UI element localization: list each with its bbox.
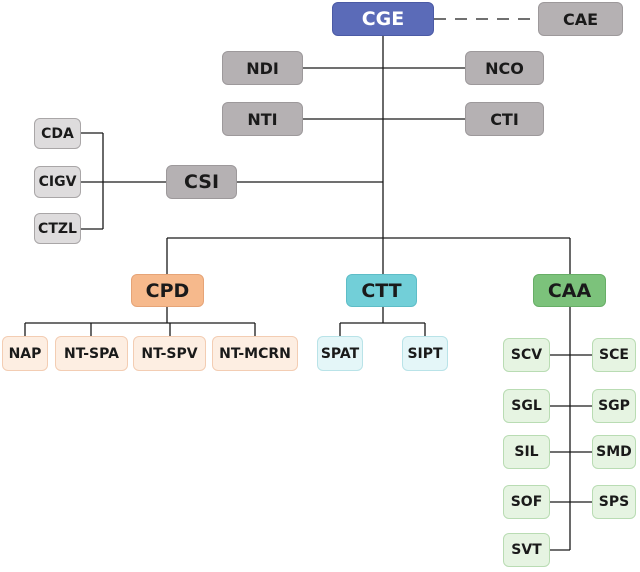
node-ndi: NDI xyxy=(222,51,303,85)
node-ctt: CTT xyxy=(346,274,417,307)
node-sof: SOF xyxy=(503,485,550,519)
node-csi: CSI xyxy=(166,165,237,199)
node-cigv: CIGV xyxy=(34,166,81,198)
node-nap: NAP xyxy=(2,336,48,371)
node-cda: CDA xyxy=(34,118,81,149)
node-nt-spv: NT-SPV xyxy=(133,336,206,371)
node-sgp: SGP xyxy=(592,389,636,423)
node-nco: NCO xyxy=(465,51,544,85)
node-nt-mcrn: NT-MCRN xyxy=(212,336,298,371)
node-nti: NTI xyxy=(222,102,303,136)
node-smd: SMD xyxy=(592,435,636,469)
node-ctzl: CTZL xyxy=(34,213,81,244)
node-sil: SIL xyxy=(503,435,550,469)
node-scv: SCV xyxy=(503,338,550,372)
node-nt-spa: NT-SPA xyxy=(55,336,128,371)
node-sipt: SIPT xyxy=(402,336,448,371)
node-cti: CTI xyxy=(465,102,544,136)
node-sps: SPS xyxy=(592,485,636,519)
node-caa: CAA xyxy=(533,274,606,307)
node-sce: SCE xyxy=(592,338,636,372)
node-sgl: SGL xyxy=(503,389,550,423)
node-spat: SPAT xyxy=(317,336,363,371)
node-cge: CGE xyxy=(332,2,434,36)
node-svt: SVT xyxy=(503,533,550,567)
node-cpd: CPD xyxy=(131,274,204,307)
node-cae: CAE xyxy=(538,2,623,36)
